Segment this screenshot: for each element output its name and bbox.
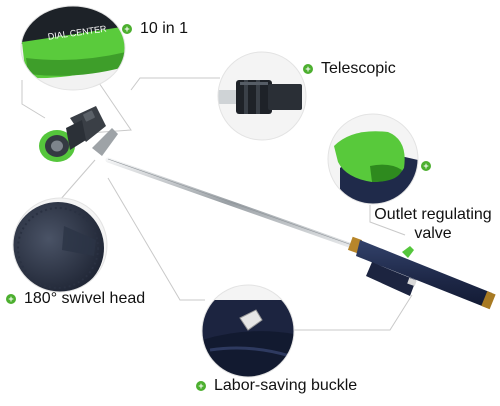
plus-icon: +: [303, 64, 313, 74]
callout-label: 180° swivel head: [24, 290, 146, 307]
swivel-detail-photo: [12, 197, 108, 293]
callout-telescopic: + Telescopic: [303, 60, 396, 78]
callout-10-in-1: + 10 in 1: [122, 20, 188, 38]
callout-swivel-head: + 180° swivel head: [6, 290, 145, 308]
buckle-detail-photo: [201, 284, 295, 378]
valve-detail-photo: [327, 113, 419, 205]
callout-label-line2: valve: [414, 225, 452, 242]
wand: [105, 157, 355, 249]
callout-label: Labor-saving buckle: [214, 377, 358, 394]
telescopic-detail-photo: [217, 51, 307, 141]
callout-label: 10 in 1: [140, 20, 189, 37]
callout-outlet-valve: Outlet regulating valve: [372, 205, 494, 243]
dial-detail-photo: DIAL CENTER: [20, 5, 126, 91]
plus-icon: +: [122, 24, 132, 34]
handle: [347, 236, 496, 310]
callout-label: Telescopic: [321, 60, 396, 77]
spray-head: [39, 106, 118, 162]
plus-icon: +: [421, 161, 431, 171]
plus-icon: +: [6, 294, 16, 304]
callout-buckle: + Labor-saving buckle: [196, 377, 357, 395]
callout-label-line1: Outlet regulating: [374, 206, 492, 223]
plus-icon: +: [196, 381, 206, 391]
